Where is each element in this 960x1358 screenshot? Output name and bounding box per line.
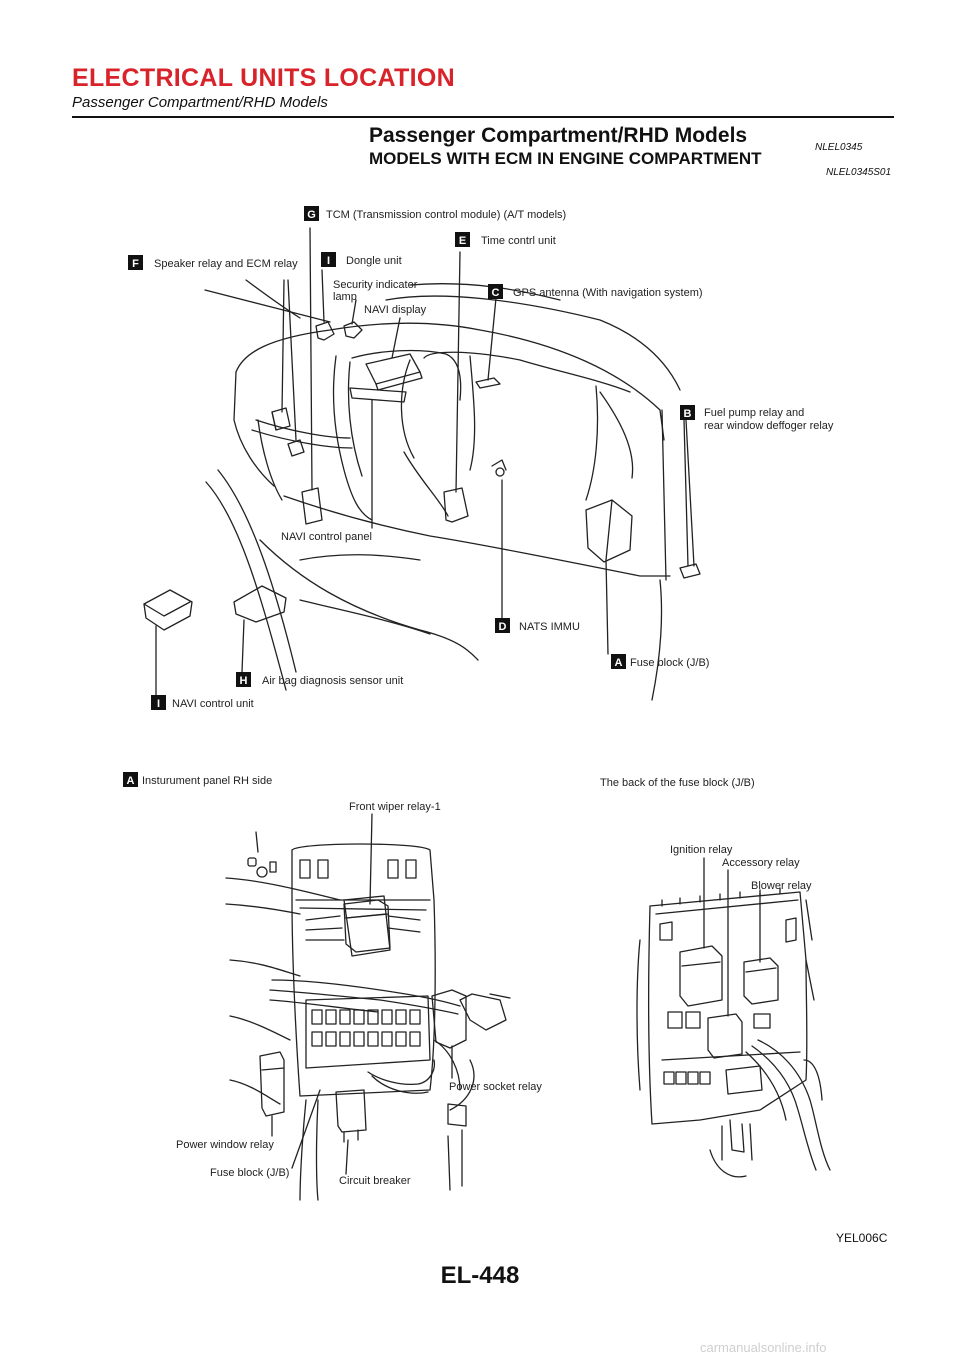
header-title: ELECTRICAL UNITS LOCATION (72, 64, 455, 92)
label-front-wiper: Front wiper relay-1 (349, 801, 441, 813)
label-power-socket: Power socket relay (449, 1081, 542, 1093)
badge-h (236, 672, 251, 687)
badge-d (495, 618, 510, 633)
rh-side-heading: A Insturument panel RH side (123, 772, 272, 787)
badge-g (304, 206, 319, 221)
label-security-2: lamp (333, 291, 357, 303)
svg-text:I: I (157, 698, 160, 710)
label-navi-unit: NAVI control unit (172, 698, 254, 710)
label-back-fuse: The back of the fuse block (J/B) (600, 777, 755, 789)
badge-i-dongle (321, 252, 336, 267)
label-accessory: Accessory relay (722, 857, 800, 869)
page-number: EL-448 (440, 1262, 520, 1289)
label-tcm: TCM (Transmission control module) (A/T m… (326, 209, 566, 221)
back-fuse-leaders (703, 857, 761, 1017)
label-gps: GPS antenna (With navigation system) (513, 287, 703, 299)
label-fuse-block: Fuse block (J/B) (630, 657, 709, 669)
badge-a-rh (123, 772, 138, 787)
label-security-1: Security indicator (333, 279, 418, 291)
svg-text:F: F (132, 258, 139, 270)
svg-text:H: H (240, 675, 248, 687)
figure-code: YEL006C (836, 1231, 888, 1245)
watermark: carmanualsonline.info (700, 1340, 827, 1355)
label-navi-display: NAVI display (364, 304, 427, 316)
svg-text:D: D (499, 621, 507, 633)
svg-text:I: I (327, 255, 330, 267)
back-fuse-heading: The back of the fuse block (J/B) Ignitio… (600, 777, 812, 892)
badge-a-fuse (611, 654, 626, 669)
label-nats: NATS IMMU (519, 621, 580, 633)
subsection-title: MODELS WITH ECM IN ENGINE COMPARTMENT (369, 149, 762, 168)
svg-text:A: A (127, 775, 135, 787)
badge-c (488, 284, 503, 299)
badge-b (680, 405, 695, 420)
section-title: Passenger Compartment/RHD Models (369, 124, 748, 147)
labels-top: TCM (Transmission control module) (A/T m… (154, 209, 834, 710)
label-power-window: Power window relay (176, 1139, 274, 1151)
leader-lines (155, 227, 695, 701)
label-circuit-breaker: Circuit breaker (339, 1175, 411, 1187)
badges-top: G E F I C B D A H I (128, 206, 695, 710)
back-fuse-illustration (636, 887, 831, 1178)
rh-side-illustration (225, 831, 511, 1201)
panel-components (143, 321, 701, 631)
label-ignition: Ignition relay (670, 844, 733, 856)
badge-e (455, 232, 470, 247)
rh-side-leaders (271, 813, 453, 1175)
svg-text:A: A (615, 657, 623, 669)
svg-text:G: G (307, 209, 316, 221)
svg-text:C: C (492, 287, 500, 299)
label-time: Time contrl unit (481, 235, 556, 247)
label-fuse-block-2: Fuse block (J/B) (210, 1167, 289, 1179)
label-airbag: Air bag diagnosis sensor unit (262, 675, 403, 687)
label-speaker: Speaker relay and ECM relay (154, 258, 298, 270)
subsection-ref: NLEL0345S01 (826, 167, 892, 178)
svg-text:B: B (684, 408, 692, 420)
instrument-panel-outline (204, 279, 681, 701)
label-rh-side: Insturument panel RH side (142, 775, 272, 787)
label-dongle: Dongle unit (346, 255, 402, 267)
label-fuel-pump-2: rear window deffoger relay (704, 420, 834, 432)
section-ref: NLEL0345 (815, 142, 863, 153)
svg-text:E: E (459, 235, 466, 247)
label-navi-panel: NAVI control panel (281, 531, 372, 543)
header-rule (72, 116, 894, 118)
badge-i-navi (151, 695, 166, 710)
header-subtitle: Passenger Compartment/RHD Models (72, 94, 328, 111)
rh-side-labels: Front wiper relay-1 Power socket relay P… (176, 801, 542, 1187)
label-fuel-pump-1: Fuel pump relay and (704, 407, 804, 419)
badge-f (128, 255, 143, 270)
label-blower: Blower relay (751, 880, 812, 892)
